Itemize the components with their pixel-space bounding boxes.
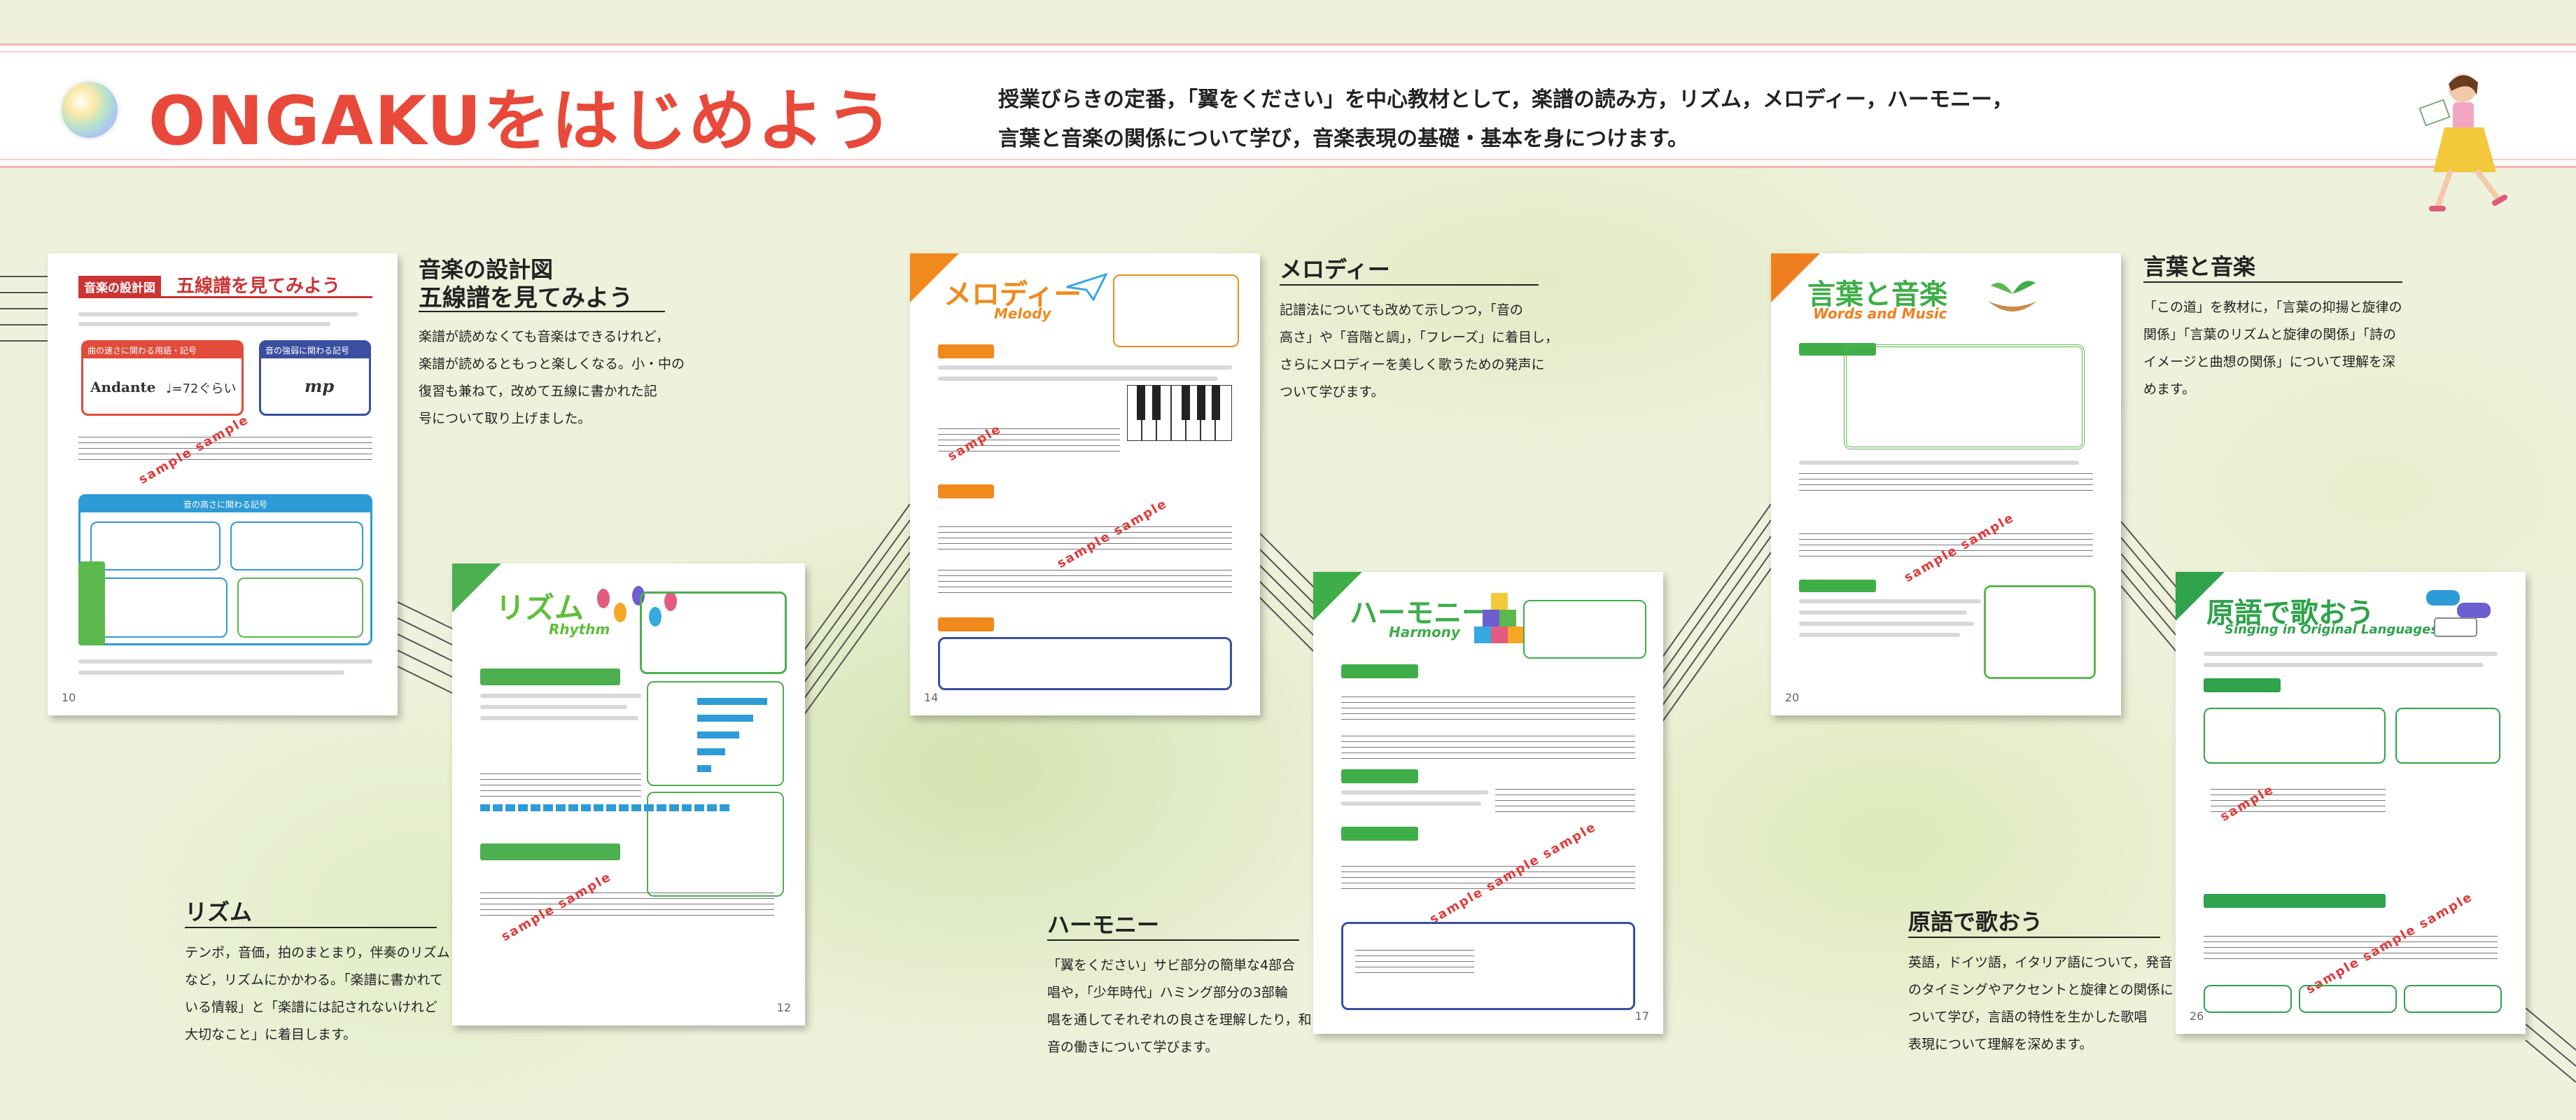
page-number: 17	[1634, 1009, 1649, 1023]
page-number: 12	[776, 1001, 791, 1014]
piano-keys-illustration	[1127, 385, 1232, 441]
page-number: 20	[1785, 691, 1800, 704]
score-tag: 音楽の設計図	[78, 276, 161, 298]
page-thumbnail-harmony[interactable]: ハーモニー Harmony sample sample sample 17	[1313, 572, 1663, 1034]
words-title: 言葉と音楽	[1807, 279, 1947, 311]
speech-bubbles-icon	[2426, 590, 2491, 637]
caption-words-body: 「この道」を教材に，「言葉の抑揚と旋律の 関係」「言葉のリズムと旋律の関係」「詩…	[2143, 300, 2402, 397]
pitch-box-label: 音の高さに関わる記号	[80, 496, 370, 512]
text-placeholder	[78, 671, 344, 675]
logo-orb-icon	[62, 82, 118, 138]
text-placeholder	[78, 312, 358, 316]
caption-score-title: 音楽の設計図	[419, 256, 554, 283]
harmony-title: ハーモニー	[1350, 597, 1490, 629]
reading-girl-illustration	[2418, 74, 2507, 211]
caption-rule	[1908, 937, 2160, 938]
page-number: 14	[924, 691, 939, 704]
original-title: 原語で歌おう	[2206, 597, 2374, 629]
caption-words-title: 言葉と音楽	[2143, 253, 2256, 280]
page-title: ONGAKUをはじめよう	[148, 82, 895, 160]
score-page-header: 音楽の設計図 五線譜を見てみよう	[78, 274, 372, 298]
melody-subtitle: Melody	[994, 305, 1051, 322]
bar-graph-illustration	[697, 698, 767, 772]
page-thumbnail-melody[interactable]: メロディー Melody sample sample sample 14	[910, 253, 1260, 715]
page-thumbnail-words[interactable]: 言葉と音楽 Words and Music sample sample 20	[1771, 253, 2121, 715]
caption-melody-title: メロディー	[1280, 256, 1390, 283]
intro-text: 授業びらきの定番，「翼をください」を中心教材として，楽譜の読み方，リズム，メロデ…	[998, 80, 2048, 159]
caption-harmony-body: 「翼をください」サビ部分の簡単な4部合 唱や，「少年時代」ハミング部分の3部輪 …	[1047, 958, 1312, 1055]
page-number: 10	[62, 691, 76, 704]
page-thumbnail-original[interactable]: 原語で歌おう Singing in Original Languages sam…	[2176, 572, 2526, 1034]
andante-label: Andante	[90, 379, 156, 396]
paper-plane-icon	[1066, 273, 1107, 301]
caption-rhythm-body: テンポ，音価，拍のまとまり，伴奏のリズム など，リズムにかかわる。「楽譜に書かれ…	[185, 945, 450, 1042]
melody-title: メロディー	[944, 279, 1082, 311]
side-label	[78, 561, 105, 645]
text-placeholder	[78, 659, 372, 664]
intro-line: 言葉と音楽の関係について学び，音楽表現の基礎・基本を身につけます。	[998, 127, 1689, 151]
tempo-mark: ♩=72ぐらい	[166, 382, 237, 396]
page-thumbnail-score[interactable]: 音楽の設計図 五線譜を見てみよう 曲の速さに関わる用語・記号 Andante ♩…	[48, 253, 398, 715]
caption-score-subtitle: 五線譜を見てみよう	[419, 284, 633, 312]
tempo-box: 曲の速さに関わる用語・記号 Andante ♩=72ぐらい	[81, 340, 244, 416]
footprints-icon	[597, 586, 677, 626]
score-heading: 五線譜を見てみよう	[176, 276, 341, 297]
caption-harmony-title: ハーモニー	[1047, 911, 1160, 938]
mp-label: mp	[304, 376, 335, 396]
caption-melody-body: 記譜法についても改めて示しつつ，「音の 高さ」や「音階と調」，「フレーズ」に着目…	[1280, 302, 1559, 400]
page-thumbnail-rhythm[interactable]: リズム Rhythm sample sample 12	[452, 564, 805, 1026]
caption-original-title: 原語で歌おう	[1908, 909, 2043, 935]
harmony-subtitle: Harmony	[1389, 624, 1460, 640]
caption-rule	[2143, 281, 2402, 283]
rhythm-title: リズム	[496, 591, 584, 625]
words-subtitle: Words and Music	[1813, 305, 1947, 322]
caption-rule	[1047, 939, 1299, 941]
tempo-box-label: 曲の速さに関わる用語・記号	[83, 342, 241, 358]
caption-rule	[419, 311, 665, 312]
dynamics-box: 音の強弱に関わる記号 mp	[259, 340, 371, 416]
text-placeholder	[78, 322, 330, 326]
caption-rhythm-title: リズム	[185, 899, 253, 925]
score-staff	[78, 437, 372, 465]
original-subtitle: Singing in Original Languages	[2225, 622, 2439, 637]
rhythm-subtitle: Rhythm	[549, 621, 610, 638]
sprout-hands-icon	[1988, 281, 2037, 312]
caption-rule	[185, 927, 437, 928]
page-number: 26	[2190, 1009, 2204, 1023]
caption-score-body: 楽譜が読めなくても音楽はできるけれど， 楽譜が読めるともっと楽しくなる。小・中の…	[419, 329, 685, 426]
colored-blocks-icon	[1474, 593, 1525, 643]
pitch-box: 音の高さに関わる記号	[78, 494, 372, 645]
caption-original-body: 英語，ドイツ語，イタリア語について，発音 のタイミングやアクセントと旋律との関係…	[1908, 955, 2174, 1052]
dynamics-box-label: 音の強弱に関わる記号	[261, 342, 369, 358]
intro-line: 授業びらきの定番，「翼をください」を中心教材として，楽譜の読み方，リズム，メロデ…	[998, 88, 2013, 112]
caption-rule	[1280, 284, 1539, 286]
header-band: ONGAKUをはじめよう 授業びらきの定番，「翼をください」を中心教材として，楽…	[0, 43, 2576, 168]
